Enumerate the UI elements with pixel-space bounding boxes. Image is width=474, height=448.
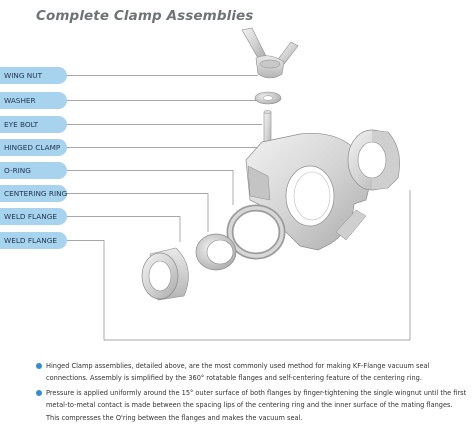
wing-nut-part: [241, 27, 299, 79]
label-weld-flange-2: WELD FLANGE: [0, 232, 67, 249]
note-text-2: Pressure is applied uniformly around the…: [46, 388, 467, 422]
bullet-icon: [36, 363, 42, 369]
left-weld-flange-part: [141, 247, 189, 301]
label-washer: WASHER: [0, 92, 67, 109]
label-o-ring: O-RING: [0, 162, 67, 179]
label-wing-nut: WING NUT: [0, 67, 67, 84]
label-centering-ring: CENTERING RING: [0, 185, 67, 202]
leader-centering-ring: [67, 193, 209, 232]
o-ring-part: [226, 204, 286, 260]
leader-weld-flange-2: [67, 190, 411, 341]
leader-o-ring: [67, 170, 234, 205]
bullet-icon: [36, 389, 42, 396]
note-text-1: Hinged Clamp assemblies, detailed above,…: [46, 362, 430, 383]
label-eye-bolt: EYE BOLT: [0, 116, 67, 133]
clamp-assembly-diagram: [67, 27, 411, 341]
notes-list: Hinged Clamp assemblies, detailed above,…: [36, 360, 468, 426]
leader-lines: [67, 75, 411, 341]
right-weld-flange-part: [347, 129, 400, 191]
note-item-2: Pressure is applied uniformly around the…: [36, 387, 468, 424]
leader-weld-flange-1: [67, 216, 181, 242]
note-item-1: Hinged Clamp assemblies, detailed above,…: [36, 360, 468, 385]
washer-part: [254, 91, 282, 105]
page-title: Complete Clamp Assemblies: [36, 8, 254, 24]
label-weld-flange-1: WELD FLANGE: [0, 208, 67, 225]
centering-ring-part: [195, 233, 237, 271]
label-hinged-clamp: HINGED CLAMP: [0, 139, 67, 156]
